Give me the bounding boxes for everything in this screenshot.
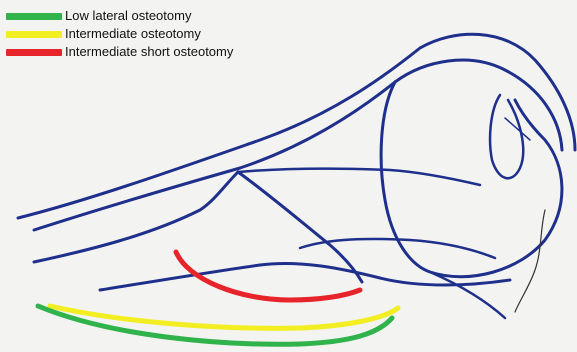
- legend-item-intermediate-short: Intermediate short osteotomy: [6, 44, 233, 60]
- intermediate-short-osteotomy-line: [176, 252, 360, 300]
- dorsum-inner-line: [34, 60, 562, 230]
- sidewall-line: [34, 172, 238, 262]
- legend: Low lateral osteotomy Intermediate osteo…: [6, 8, 233, 60]
- legend-swatch-yellow: [6, 31, 62, 38]
- nostril-base: [430, 272, 505, 318]
- legend-label: Low lateral osteotomy: [65, 8, 191, 24]
- legend-label: Intermediate short osteotomy: [65, 44, 233, 60]
- legend-swatch-green: [6, 13, 62, 20]
- legend-item-intermediate: Intermediate osteotomy: [6, 26, 233, 42]
- legend-item-low-lateral: Low lateral osteotomy: [6, 8, 233, 24]
- legend-swatch-red: [6, 49, 62, 56]
- legend-label: Intermediate osteotomy: [65, 26, 201, 42]
- tip-lobule: [381, 82, 562, 277]
- septal-line: [238, 169, 480, 185]
